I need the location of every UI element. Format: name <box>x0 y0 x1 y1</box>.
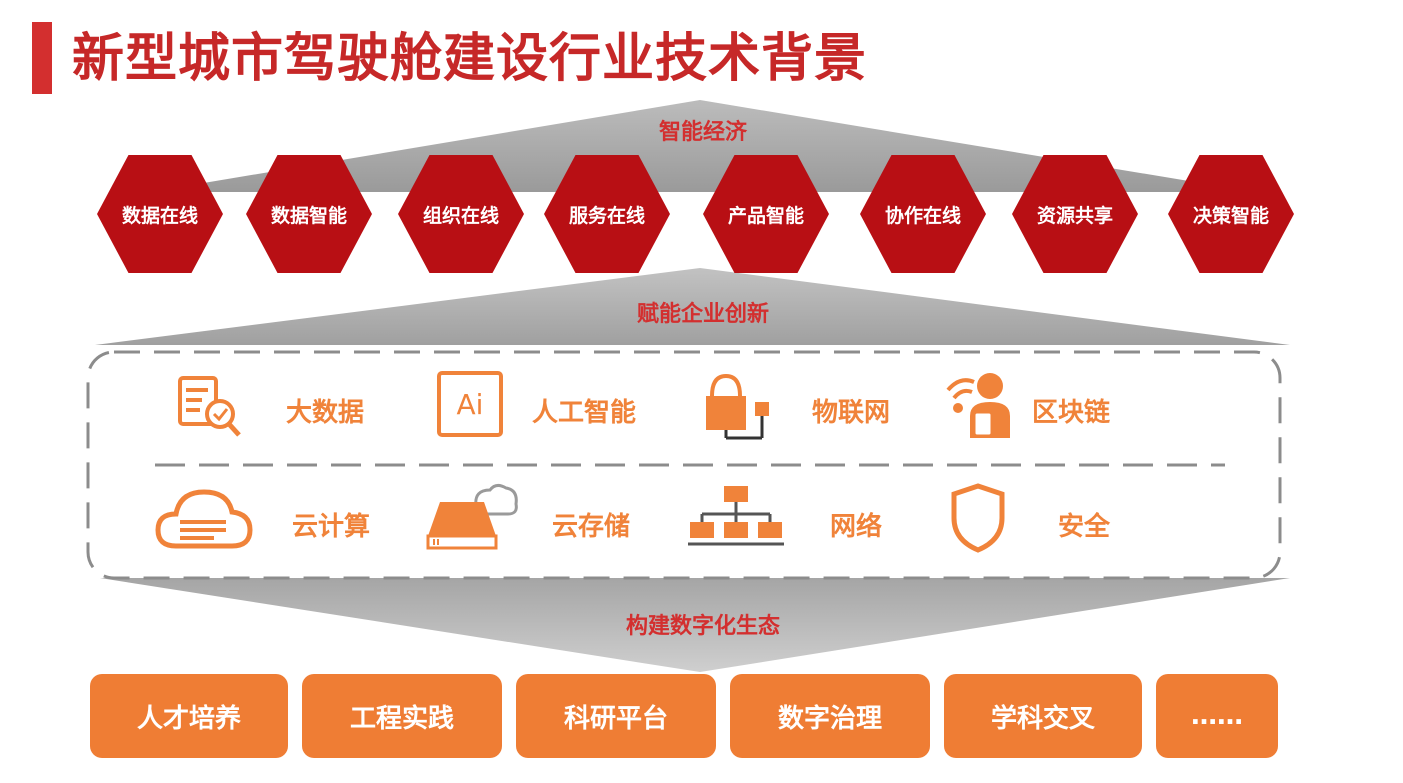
ecosystem-item: 工程实践 <box>302 674 502 758</box>
title-accent-bar <box>32 22 52 94</box>
top-band-label: 智能经济 <box>658 120 747 145</box>
tech-label: 人工智能 <box>532 398 637 428</box>
page-title: 新型城市驾驶舱建设行业技术背景 <box>72 29 868 89</box>
ai-chip-icon: Ai <box>436 370 504 438</box>
tech-label: 云存储 <box>552 512 631 542</box>
cloud-storage-icon <box>424 480 520 552</box>
middle-band-label: 赋能企业创新 <box>636 302 769 327</box>
blockchain-icon <box>940 370 1016 440</box>
middle-funnel-band <box>95 268 1290 345</box>
iot-device-icon <box>700 372 772 442</box>
tech-label: 云计算 <box>292 512 371 542</box>
ecosystem-item: …… <box>1156 674 1278 758</box>
hexagon-item: 数据智能 <box>246 155 372 273</box>
ecosystem-item: 科研平台 <box>516 674 716 758</box>
ecosystem-item: 学科交叉 <box>944 674 1142 758</box>
tech-label: 网络 <box>830 512 883 542</box>
hexagon-item: 协作在线 <box>860 155 986 273</box>
tech-label: 物联网 <box>812 398 891 428</box>
bottom-band-label: 构建数字化生态 <box>625 614 780 639</box>
cloud-icon <box>154 482 254 552</box>
hexagon-item: 组织在线 <box>398 155 524 273</box>
tech-label: 大数据 <box>286 398 365 428</box>
hexagon-item: 产品智能 <box>703 155 829 273</box>
hexagon-item: 资源共享 <box>1012 155 1138 273</box>
data-search-icon <box>172 372 244 440</box>
hexagon-item: 数据在线 <box>97 155 223 273</box>
ecosystem-item: 数字治理 <box>730 674 930 758</box>
ecosystem-item: 人才培养 <box>90 674 288 758</box>
tech-label: 区块链 <box>1032 398 1111 428</box>
bottom-funnel-band <box>100 578 1290 672</box>
network-icon <box>688 482 784 552</box>
hexagon-item: 决策智能 <box>1168 155 1294 273</box>
tech-label: 安全 <box>1058 512 1111 542</box>
hexagon-item: 服务在线 <box>544 155 670 273</box>
svg-text:Ai: Ai <box>457 388 484 421</box>
shield-icon <box>948 482 1008 554</box>
